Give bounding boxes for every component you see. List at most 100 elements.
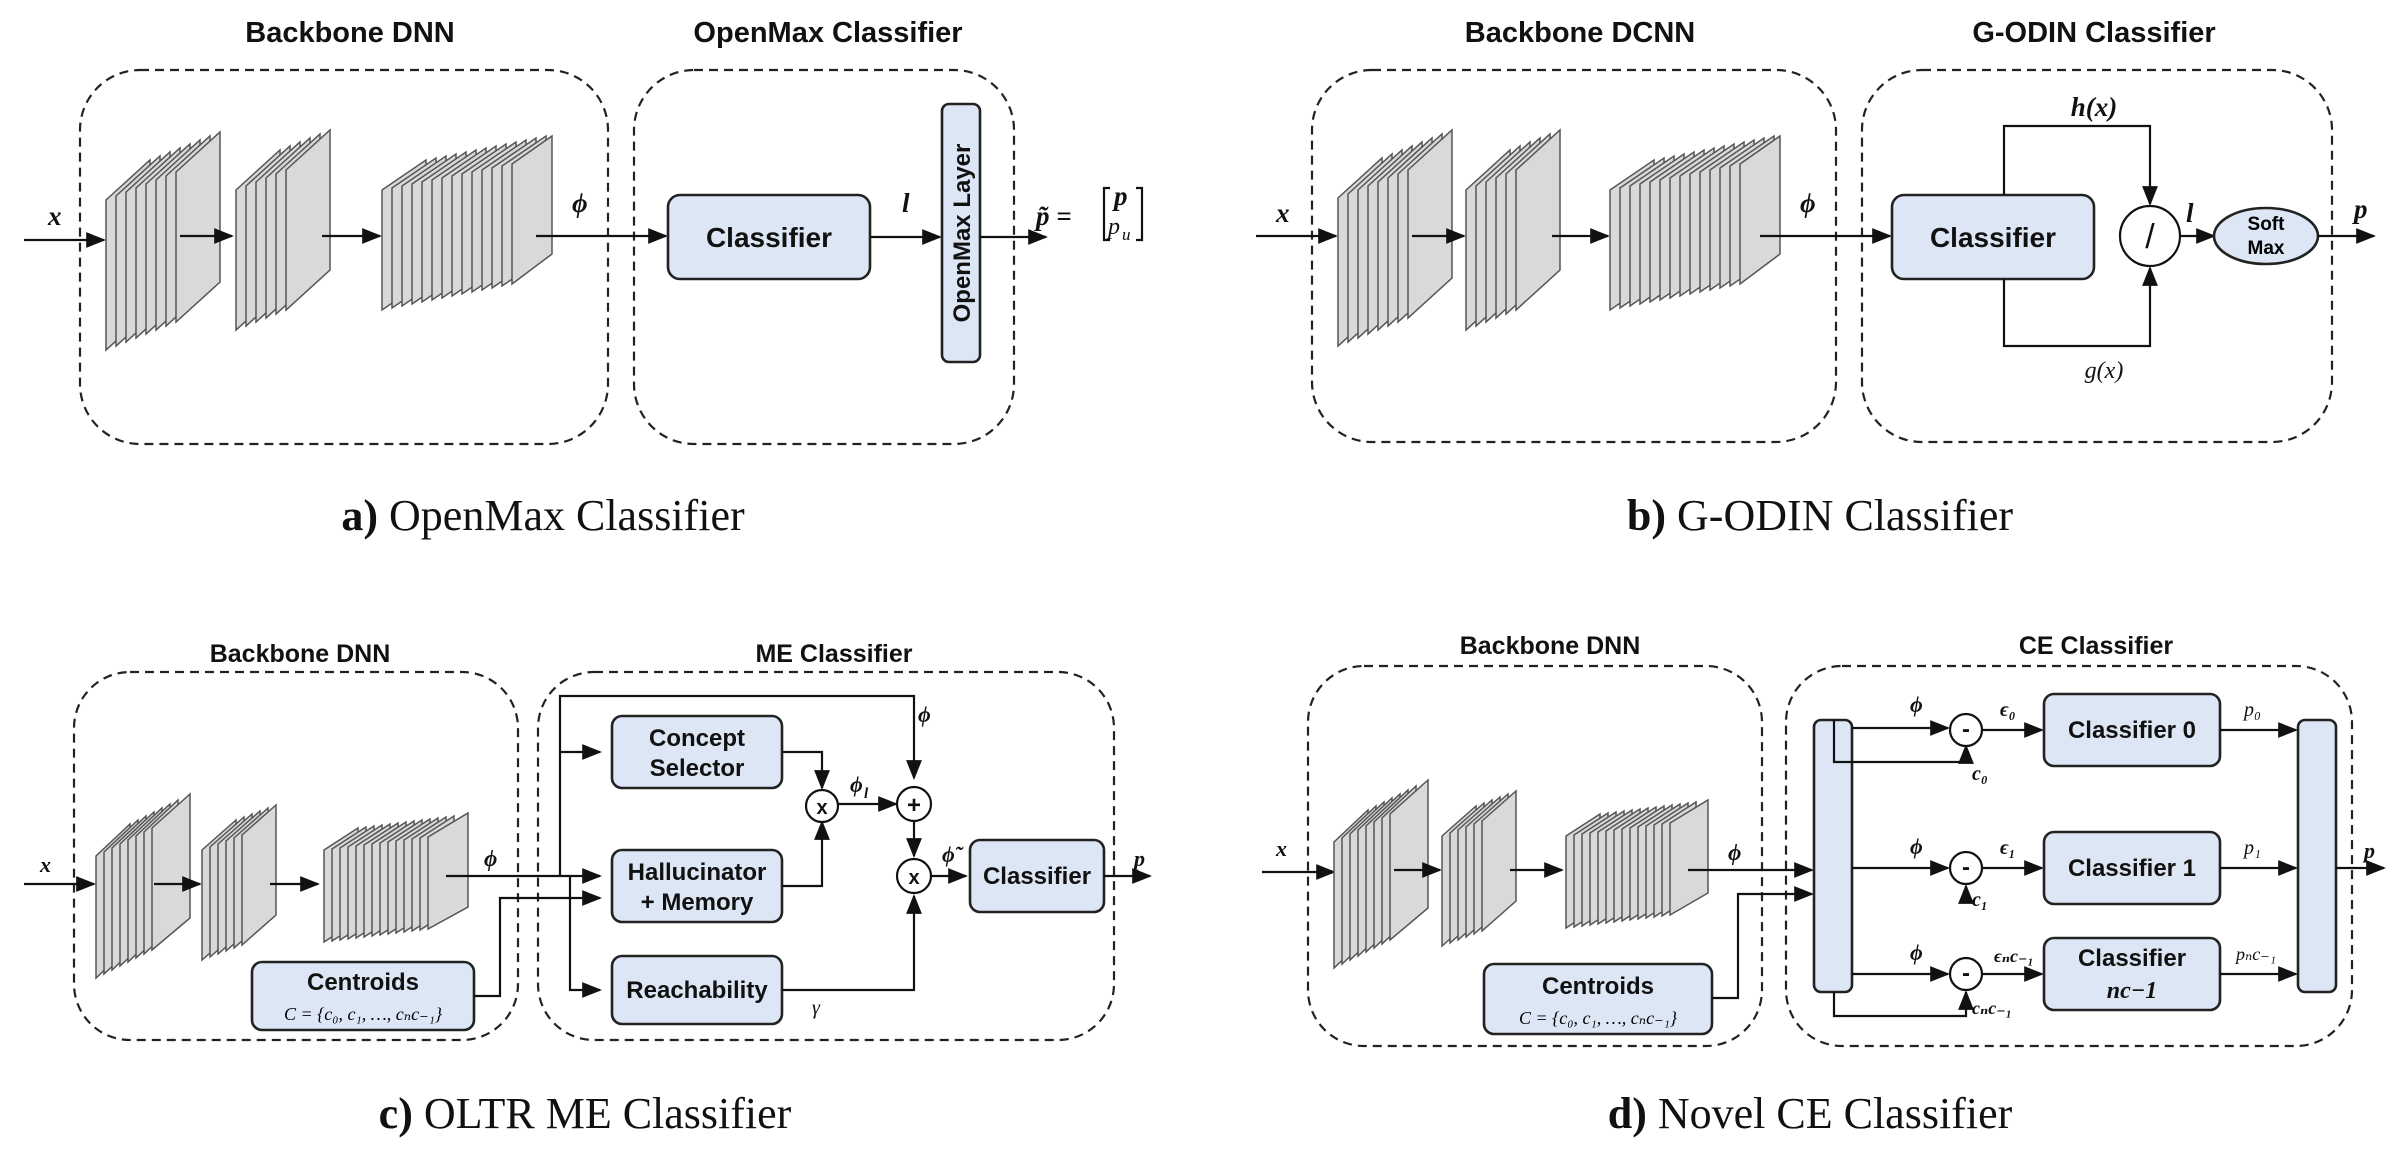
panel-c: Backbone DNN ME Classifier x bbox=[24, 640, 1152, 1138]
panel-d-backbone-region bbox=[1306, 664, 1764, 1048]
panel-b-divide-symbol: / bbox=[2145, 218, 2155, 256]
panel-d: Backbone DNN CE Classifier x bbox=[1262, 632, 2386, 1138]
panel-b-h-label: h(x) bbox=[2071, 92, 2118, 122]
panel-c-mult-symbol-2: x bbox=[908, 867, 919, 889]
panel-d-layer-stack-1 bbox=[1333, 778, 1429, 970]
panel-d-row-0-eps: ϵ₀ bbox=[2000, 699, 2016, 721]
panel-c-centroids-formula: C = {c₀, c₁, …, cₙc₋₁} bbox=[284, 1004, 443, 1024]
panel-c-classifier-label: Classifier bbox=[983, 863, 1091, 890]
panel-c-reach-to-mult bbox=[782, 894, 922, 992]
panel-d-input-label: x bbox=[1275, 836, 1287, 861]
panel-a-output-label: p̃ = bbox=[1034, 201, 1072, 231]
panel-d-classifier-n-line1: Classifier bbox=[2078, 945, 2186, 972]
panel-c-centroids-title: Centroids bbox=[307, 969, 419, 996]
panel-c-caption: c) OLTR ME Classifier bbox=[379, 1089, 792, 1138]
panel-a-classifier-label: Classifier bbox=[706, 222, 832, 253]
panel-c-backbone-region bbox=[72, 670, 520, 1042]
panel-c-hallucinator-line2: + Memory bbox=[641, 889, 754, 916]
panel-a-caption: a) OpenMax Classifier bbox=[341, 491, 745, 540]
panel-a-vec-bottom-sub: u bbox=[1122, 225, 1131, 244]
panel-d-output-label: p bbox=[2362, 838, 2375, 863]
panel-b-backbone-header: Backbone DCNN bbox=[1465, 17, 1695, 49]
panel-c-plus-symbol: + bbox=[907, 792, 921, 819]
panel-c-concept-line1: Concept bbox=[649, 725, 745, 752]
panel-c-reachability-label: Reachability bbox=[626, 977, 768, 1004]
panel-b-caption: b) G-ODIN Classifier bbox=[1627, 491, 2014, 540]
panel-d-row-1-c: c₁ bbox=[1972, 889, 1988, 911]
panel-d-caption: d) Novel CE Classifier bbox=[1608, 1089, 2013, 1138]
panel-c-input-label: x bbox=[39, 852, 51, 877]
panel-c-concept-to-mult bbox=[782, 750, 830, 790]
panel-a-classifier-region bbox=[632, 68, 1016, 446]
panel-c-output-label: p bbox=[1132, 846, 1145, 871]
panel-a-vec-top: p bbox=[1112, 181, 1128, 211]
panel-d-layer-stack-2 bbox=[1441, 789, 1517, 948]
panel-b-layer-stack-2 bbox=[1465, 128, 1561, 332]
panel-b-backbone-region bbox=[1310, 68, 1838, 444]
panel-b-output-label: p bbox=[2352, 194, 2368, 224]
panel-a-feature-label: ϕ bbox=[572, 188, 588, 218]
panel-b-h-arrow bbox=[2002, 124, 2158, 206]
panel-d-classifier-region bbox=[1784, 664, 2354, 1048]
panel-a-backbone-header: Backbone DNN bbox=[245, 17, 455, 49]
panel-c-hallucinator-line1: Hallucinator bbox=[628, 859, 767, 886]
panel-b-classifier-region bbox=[1860, 68, 2334, 444]
panel-c-layer-stack-1 bbox=[95, 792, 191, 980]
panel-d-classifier-header: CE Classifier bbox=[2019, 632, 2174, 660]
panel-b-g-label: g(x) bbox=[2085, 358, 2124, 384]
panel-b-layer-stack-3 bbox=[1609, 134, 1781, 312]
panel-a-openmax-layer-box bbox=[940, 102, 982, 364]
panel-a-layer-stack-1 bbox=[105, 130, 221, 352]
panel-d-row-0-p: p₀ bbox=[2242, 699, 2261, 721]
panel-d-centroids-formula: C = {c₀, c₁, …, cₙc₋₁} bbox=[1519, 1008, 1678, 1028]
panel-c-halluc-to-mult bbox=[782, 820, 830, 888]
panel-d-row-0: ϕ - c₀ ϵ₀ Classifier 0 p₀ bbox=[1832, 692, 2298, 785]
panel-c-mult-symbol-1: x bbox=[816, 797, 827, 819]
panel-b-feature-label: ϕ bbox=[1800, 188, 1816, 218]
panel-d-classifier-0-label: Classifier 0 bbox=[2068, 717, 2196, 744]
panel-d-row-2-phi: ϕ bbox=[1910, 940, 1923, 965]
panel-d-feature-label: ϕ bbox=[1728, 840, 1741, 865]
panel-c-layer-stack-2 bbox=[201, 803, 277, 962]
panel-c-feature-label: ϕ bbox=[484, 846, 497, 871]
panel-b: Backbone DCNN G-ODIN Classifier x bbox=[1256, 17, 2376, 540]
panel-d-layer-stack-3 bbox=[1565, 798, 1709, 930]
panel-c-concept-line2: Selector bbox=[650, 755, 745, 782]
panel-d-row-1: ϕ - c₁ ϵ₁ Classifier 1 p₁ bbox=[1852, 830, 2298, 911]
panel-c-classifier-region bbox=[536, 670, 1116, 1042]
panel-b-layer-stack-1 bbox=[1337, 128, 1453, 348]
panel-d-classifier-n-line2: nc−1 bbox=[2107, 978, 2158, 1004]
panel-d-classifier-1-label: Classifier 1 bbox=[2068, 855, 2196, 882]
panel-b-softmax-line1: Soft bbox=[2248, 214, 2286, 235]
panel-a-classifier-header: OpenMax Classifier bbox=[693, 17, 962, 49]
panel-d-row-1-minus: - bbox=[1962, 854, 1970, 881]
panel-b-logit-label: l bbox=[2186, 198, 2194, 228]
panel-d-row-1-p: p₁ bbox=[2242, 837, 2261, 859]
panel-c-backbone-header: Backbone DNN bbox=[210, 640, 391, 668]
panel-b-input-label: x bbox=[1275, 198, 1290, 228]
panel-c-to-reach-arrow bbox=[568, 876, 602, 998]
panel-c-phi-l-label: ϕ bbox=[850, 772, 863, 797]
panel-d-row-1-eps: ϵ₁ bbox=[2000, 837, 2016, 859]
panel-b-classifier-box bbox=[1890, 193, 2096, 281]
panel-c-phi-tilde-label: ϕ̃ bbox=[942, 842, 964, 867]
panel-c-layer-stack-3 bbox=[323, 811, 469, 944]
panel-a-bracket-left bbox=[1102, 186, 1110, 242]
panel-d-merger-bar bbox=[2296, 718, 2338, 994]
panel-b-g-arrow bbox=[2002, 266, 2158, 348]
panel-d-row-0-minus: - bbox=[1962, 716, 1970, 743]
panel-d-row-2-p: pₙc₋₁ bbox=[2234, 944, 2276, 964]
panel-c-phi-top-label: ϕ bbox=[918, 702, 931, 727]
panel-c-classifier-header: ME Classifier bbox=[755, 640, 912, 668]
panel-d-row-2: ϕ - cₙc₋₁ ϵₙc₋₁ Classifier nc−1 pₙc₋₁ bbox=[1832, 936, 2298, 1018]
panel-d-row-1-phi: ϕ bbox=[1910, 834, 1923, 859]
panel-b-classifier-header: G-ODIN Classifier bbox=[1972, 17, 2215, 49]
panel-d-row-0-c: c₀ bbox=[1972, 763, 1988, 785]
panel-a-openmax-layer-label: OpenMax Layer bbox=[949, 144, 976, 323]
panel-d-row-2-eps: ϵₙc₋₁ bbox=[1994, 946, 2034, 966]
panel-d-backbone-header: Backbone DNN bbox=[1460, 632, 1641, 660]
panel-d-row-2-minus: - bbox=[1962, 960, 1970, 987]
panel-a-backbone-region bbox=[78, 68, 610, 446]
panel-a-layer-stack-2 bbox=[235, 128, 331, 332]
